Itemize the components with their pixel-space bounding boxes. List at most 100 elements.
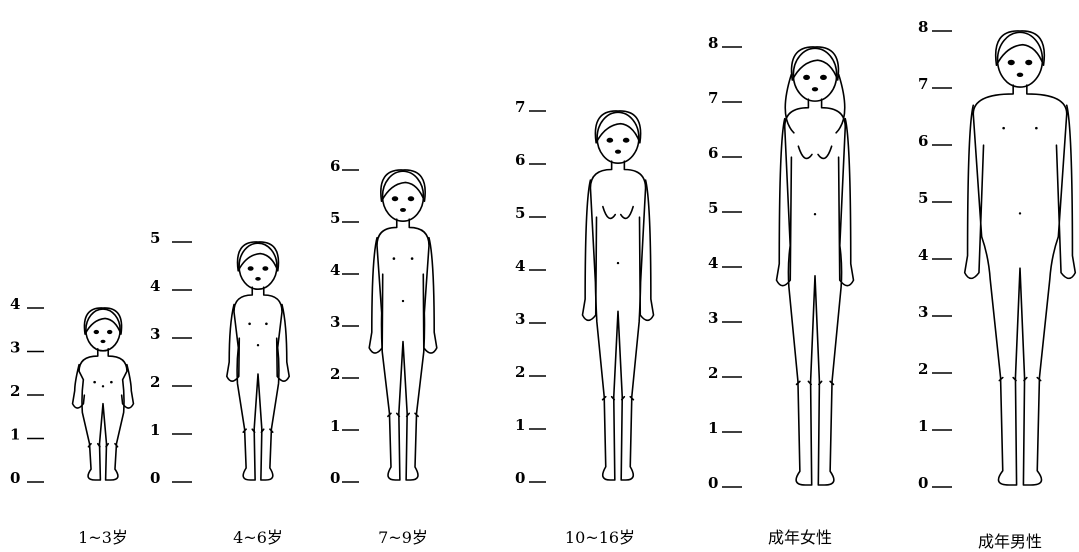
figure-age-10-16-navel bbox=[616, 261, 620, 265]
scale-age-7-9-tick-label-3: 3 bbox=[330, 313, 340, 331]
figure-adult-female-head bbox=[792, 47, 838, 102]
figure-adult-male-mouth bbox=[1016, 72, 1024, 77]
caption-adult-female: 成年女性 bbox=[767, 528, 833, 547]
scale-adult-female-tick-label-6: 6 bbox=[708, 144, 718, 162]
scale-age-4-6-tick-label-3: 3 bbox=[150, 325, 160, 343]
figure-age-1-3-eye bbox=[93, 329, 100, 335]
caption-age-1-3: 1~3岁 bbox=[78, 528, 128, 547]
figure-age-1-3-chest-mark bbox=[110, 380, 113, 384]
figure-adult-male-right-arm bbox=[1055, 104, 1077, 280]
figure-age-7-9-mouth bbox=[400, 207, 406, 212]
figure-adult-female-knee-mark bbox=[818, 380, 835, 386]
figure-age-1-3-left-arm bbox=[71, 363, 86, 409]
caption-age-7-9: 7~9岁 bbox=[378, 528, 428, 547]
scale-age-10-16-tick-label-7: 7 bbox=[515, 98, 525, 116]
scale-age-10-16-tick-label-0: 0 bbox=[515, 469, 525, 487]
scale-adult-female-tick-label-1: 1 bbox=[708, 419, 718, 437]
scale-age-1-3-tick-label-4: 4 bbox=[10, 295, 20, 313]
figure-age-4-6-chest-mark bbox=[248, 322, 251, 326]
figure-age-1-3-navel bbox=[101, 385, 105, 388]
figure-age-1-3-chest-mark bbox=[93, 380, 96, 384]
scale-age-7-9-tick-label-5: 5 bbox=[330, 209, 340, 227]
scale-adult-female-tick-label-3: 3 bbox=[708, 309, 718, 327]
figure-age-4-6-left-arm bbox=[226, 303, 241, 382]
figure-adult-female-breast bbox=[797, 145, 813, 160]
figure-age-10-16-knee-mark bbox=[620, 395, 635, 401]
figure-age-7-9-right-arm bbox=[422, 237, 438, 354]
figure-adult-female-long-hair bbox=[784, 73, 846, 134]
scale-age-10-16-tick-label-1: 1 bbox=[515, 416, 525, 434]
figure-age-7-9-left-arm bbox=[368, 237, 384, 354]
figure-age-10-16-head bbox=[596, 111, 640, 164]
scale-age-7-9-tick-label-0: 0 bbox=[330, 469, 340, 487]
figure-age-4-6-knee-mark bbox=[260, 428, 274, 433]
figure-age-10-16-breast bbox=[602, 205, 617, 220]
scale-age-7-9-tick-label-6: 6 bbox=[330, 157, 340, 175]
figure-adult-female-breast bbox=[817, 145, 833, 160]
figure-age-1-3-head bbox=[85, 308, 121, 352]
scale-age-7-9-tick-label-1: 1 bbox=[330, 417, 340, 435]
figure-age-1-3 bbox=[71, 307, 135, 481]
scale-adult-female-tick-label-7: 7 bbox=[708, 89, 718, 107]
figure-age-10-16-breast bbox=[619, 205, 634, 220]
scale-adult-female-tick-label-2: 2 bbox=[708, 364, 718, 382]
scale-adult-female-tick-label-0: 0 bbox=[708, 474, 718, 492]
figure-age-10-16-left-arm bbox=[581, 179, 598, 322]
figure-adult-female bbox=[775, 46, 855, 486]
figure-adult-male-eye bbox=[1007, 59, 1015, 66]
caption-age-4-6: 4~6岁 bbox=[233, 528, 283, 547]
scale-adult-male-tick-label-6: 6 bbox=[918, 132, 928, 150]
figure-age-10-16-knee-mark bbox=[601, 395, 616, 401]
figure-adult-male-knee-mark bbox=[998, 376, 1017, 382]
scale-age-4-6-tick-label-4: 4 bbox=[150, 277, 160, 295]
figure-age-1-3-knee-mark bbox=[105, 442, 119, 448]
figure-age-7-9-knee-mark bbox=[387, 412, 401, 418]
figure-adult-female-right-arm bbox=[837, 117, 855, 287]
scale-adult-female-tick-label-5: 5 bbox=[708, 199, 718, 217]
figure-adult-female-eye bbox=[803, 74, 810, 80]
scale-age-10-16-tick-label-4: 4 bbox=[515, 257, 525, 275]
figure-age-4-6-chest-mark bbox=[265, 322, 268, 326]
figure-age-7-9-eye bbox=[391, 196, 399, 202]
caption-adult-male: 成年男性 bbox=[977, 532, 1043, 551]
scale-adult-male-tick-label-1: 1 bbox=[918, 417, 928, 435]
scale-age-4-6-tick-label-1: 1 bbox=[150, 421, 160, 439]
head-unit-scales: 0123401234501234560123456701234567801234… bbox=[10, 18, 952, 492]
figure-adult-male-eye bbox=[1025, 59, 1033, 66]
figure-age-4-6-eye bbox=[247, 266, 254, 271]
figure-age-1-3-right-arm bbox=[120, 363, 135, 409]
scale-age-1-3-tick-label-0: 0 bbox=[10, 469, 20, 487]
scale-adult-male-tick-label-0: 0 bbox=[918, 474, 928, 492]
scale-age-1-3-tick-label-2: 2 bbox=[10, 382, 20, 400]
figure-age-7-9-navel bbox=[401, 299, 405, 303]
figure-age-10-16-hair bbox=[594, 110, 642, 144]
figure-age-1-3-hair bbox=[83, 307, 123, 335]
figure-age-4-6-mouth bbox=[255, 277, 261, 281]
figure-age-10-16-eye bbox=[622, 137, 630, 143]
figure-age-4-6-body bbox=[233, 286, 283, 481]
figure-adult-male-navel bbox=[1018, 212, 1022, 215]
figure-adult-female-body bbox=[783, 98, 847, 486]
figure-age-10-16-body bbox=[589, 160, 647, 481]
scale-age-10-16-tick-label-5: 5 bbox=[515, 204, 525, 222]
figure-adult-male-body bbox=[972, 84, 1068, 486]
figures bbox=[71, 30, 1077, 486]
figure-adult-male-left-arm bbox=[963, 104, 985, 280]
figure-adult-female-mouth bbox=[811, 87, 819, 92]
scale-adult-male-tick-label-2: 2 bbox=[918, 360, 928, 378]
figure-age-1-3-body bbox=[78, 348, 128, 481]
figure-adult-male-chest-mark bbox=[1035, 126, 1038, 130]
scale-age-4-6-tick-label-2: 2 bbox=[150, 373, 160, 391]
scale-age-10-16-tick-label-6: 6 bbox=[515, 151, 525, 169]
figure-adult-male-knee-mark bbox=[1023, 376, 1042, 382]
figure-age-10-16 bbox=[581, 110, 655, 481]
figure-age-7-9-head bbox=[381, 170, 425, 222]
figure-age-4-6-navel bbox=[256, 344, 260, 347]
scale-adult-male-tick-label-4: 4 bbox=[918, 246, 928, 264]
figure-age-4-6-head bbox=[238, 242, 278, 291]
figure-age-10-16-right-arm bbox=[638, 179, 655, 322]
